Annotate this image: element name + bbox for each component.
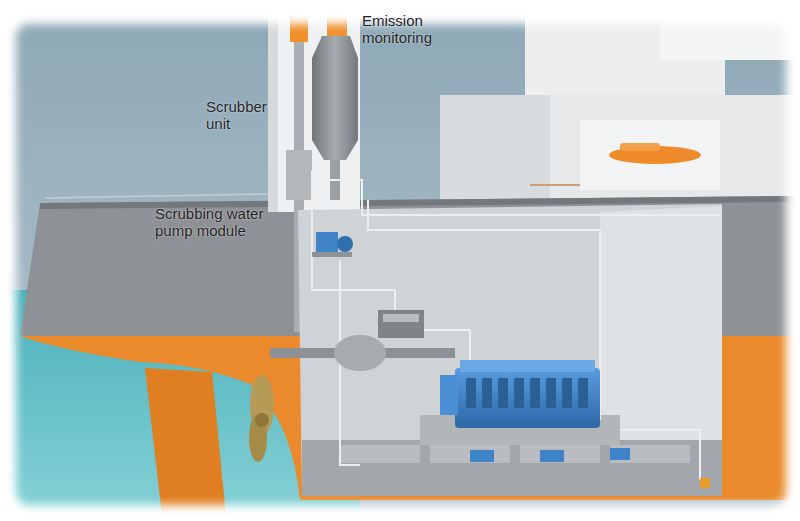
accommodation-block xyxy=(440,95,800,205)
cylinder xyxy=(466,378,476,408)
scrubber-unit xyxy=(312,36,358,160)
lifeboat-deck xyxy=(580,120,720,190)
cylinder xyxy=(530,378,540,408)
auxiliary-units xyxy=(470,448,630,462)
cylinder xyxy=(578,378,588,408)
pipe xyxy=(620,430,700,480)
pipe xyxy=(312,170,395,310)
pump-motor xyxy=(337,236,353,252)
funnel-side xyxy=(268,0,278,212)
floor-plates xyxy=(340,445,690,463)
floor-plate xyxy=(430,445,510,463)
cylinder xyxy=(482,378,492,408)
cylinder xyxy=(562,378,572,408)
control-panel xyxy=(383,314,419,322)
callout-label: Scrubber unit xyxy=(206,98,272,133)
cylinders xyxy=(466,378,588,408)
floor-plate xyxy=(610,445,690,463)
callout-label: Emission monitoring xyxy=(362,12,452,47)
exhaust-bypass xyxy=(286,150,312,200)
cylinder xyxy=(546,378,556,408)
pipe xyxy=(318,180,720,215)
aux-unit xyxy=(540,450,564,462)
pipework xyxy=(312,170,720,480)
cylinder xyxy=(498,378,508,408)
rudder xyxy=(145,368,226,516)
tank-top xyxy=(302,440,722,496)
turbocharger xyxy=(440,375,458,415)
deck-rail xyxy=(530,184,580,186)
aux-unit xyxy=(610,448,630,460)
gearbox xyxy=(334,335,386,371)
callout-label: Scrubbing water pump module xyxy=(155,205,283,240)
propeller xyxy=(249,375,274,462)
propeller-hub xyxy=(255,413,269,427)
cylinder xyxy=(514,378,524,408)
floor-plate xyxy=(340,445,420,463)
bilge-fitting xyxy=(700,478,710,488)
control-unit xyxy=(378,310,424,338)
pump-body xyxy=(316,232,338,252)
main-engine xyxy=(440,360,600,428)
pipe xyxy=(368,200,600,420)
accommodation-side xyxy=(440,95,550,205)
deck-rail xyxy=(45,194,270,198)
engine-block xyxy=(455,368,600,428)
pump-module xyxy=(312,232,353,257)
pump-base xyxy=(312,252,352,257)
pipe xyxy=(420,330,470,365)
engine-top xyxy=(460,360,595,372)
engine-room xyxy=(298,204,722,496)
lifeboat-canopy xyxy=(620,143,660,151)
aux-unit xyxy=(470,450,494,462)
floor-plate xyxy=(520,445,600,463)
